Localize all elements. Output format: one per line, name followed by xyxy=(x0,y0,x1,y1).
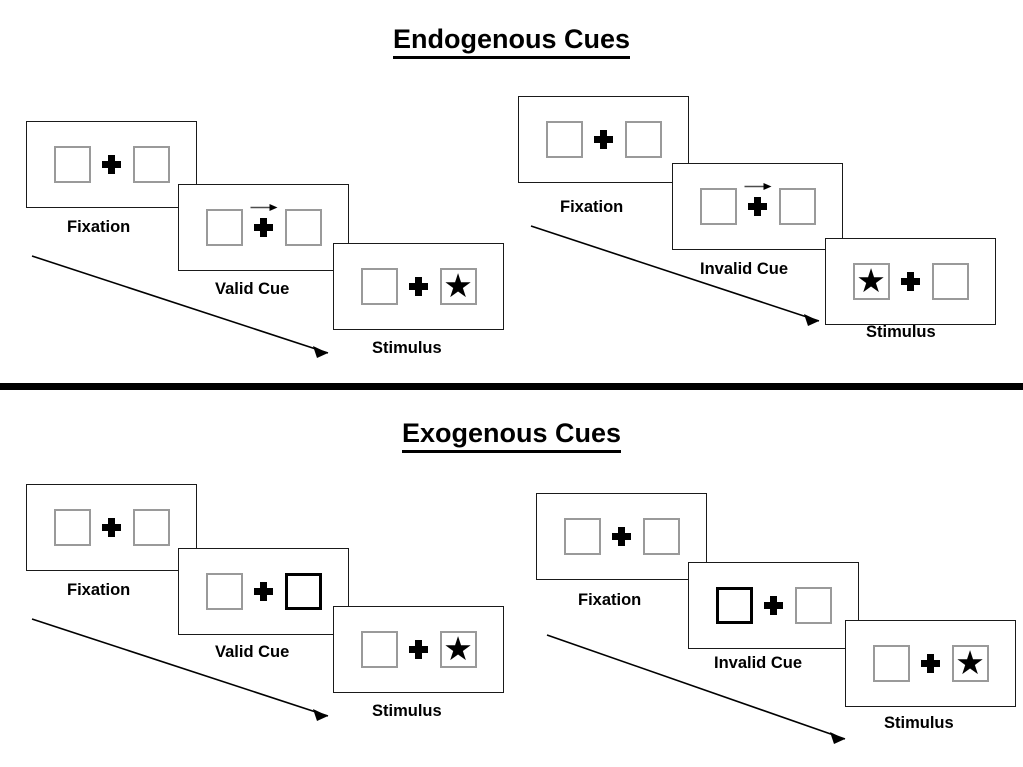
fixation-cross-wrap xyxy=(398,277,440,296)
fixation-cross-icon xyxy=(102,155,121,174)
stage-label-valid-cue: Valid Cue xyxy=(215,643,290,661)
fixation-cross-wrap xyxy=(737,183,779,216)
fixation-cross-icon xyxy=(254,218,273,237)
panel-exogenous-valid-cue xyxy=(178,548,349,635)
stimulus-box-left-cued xyxy=(715,587,753,624)
stage-label-stimulus: Stimulus xyxy=(866,323,936,341)
panel-endogenous-invalid-cue xyxy=(672,163,843,250)
stimulus-box-left xyxy=(360,631,398,668)
stimulus-box-left: ★ xyxy=(852,262,890,300)
panel-endogenous-valid-cue xyxy=(178,184,349,271)
fixation-cross-wrap xyxy=(91,155,133,174)
fixation-cross-icon xyxy=(409,640,428,659)
panel-inner: ★ xyxy=(360,267,477,305)
stage-label-fixation: Fixation xyxy=(67,581,131,599)
section-title-endogenous-text: Endogenous Cues xyxy=(392,24,630,60)
fixation-cross-wrap xyxy=(583,130,625,149)
panel-inner xyxy=(53,146,170,183)
timeline-arrow-exogenous-invalid xyxy=(546,634,846,744)
panel-inner xyxy=(53,509,170,546)
stimulus-box-right xyxy=(624,121,662,158)
stage-label-stimulus: Stimulus xyxy=(372,339,442,357)
panel-inner xyxy=(563,518,680,555)
stage-label-invalid-cue: Invalid Cue xyxy=(714,654,803,672)
stimulus-box-left xyxy=(53,146,91,183)
section-title-exogenous-text: Exogenous Cues xyxy=(401,418,622,454)
stimulus-box-right xyxy=(132,146,170,183)
panel-inner: ★ xyxy=(360,630,477,668)
stimulus-box-left xyxy=(205,573,243,610)
star-target-icon: ★ xyxy=(443,630,473,667)
panel-endogenous-invalid-stimulus: ★ xyxy=(825,238,996,325)
panel-inner xyxy=(205,204,322,246)
panel-inner xyxy=(205,573,322,610)
fixation-cross-wrap xyxy=(398,640,440,659)
panel-endogenous-invalid-fixation xyxy=(518,96,689,183)
stimulus-box-right xyxy=(778,188,816,225)
panel-exogenous-invalid-fixation xyxy=(536,493,707,580)
stimulus-box-left xyxy=(53,509,91,546)
stage-label-fixation: Fixation xyxy=(578,591,642,609)
fixation-cross-icon xyxy=(764,596,783,615)
panel-inner: ★ xyxy=(852,262,969,300)
stage-label-stimulus: Stimulus xyxy=(372,702,442,720)
arrow-cue-right-icon xyxy=(744,183,771,190)
stimulus-box-right xyxy=(931,263,969,300)
fixation-cross-icon xyxy=(594,130,613,149)
star-target-icon: ★ xyxy=(955,644,985,681)
stimulus-box-left xyxy=(563,518,601,555)
fixation-cross-wrap xyxy=(243,204,285,237)
stimulus-box-right-cued xyxy=(284,573,322,610)
panel-exogenous-invalid-cue xyxy=(688,562,859,649)
stimulus-box-right: ★ xyxy=(439,630,477,668)
stage-label-fixation: Fixation xyxy=(67,218,131,236)
panel-inner: ★ xyxy=(872,644,989,682)
panel-exogenous-valid-fixation xyxy=(26,484,197,571)
fixation-cross-icon xyxy=(409,277,428,296)
section-title-endogenous: Endogenous Cues xyxy=(0,24,1023,60)
star-target-icon: ★ xyxy=(443,267,473,304)
stage-label-invalid-cue: Invalid Cue xyxy=(700,260,789,278)
stage-label-stimulus: Stimulus xyxy=(884,714,954,732)
section-title-exogenous: Exogenous Cues xyxy=(0,418,1023,454)
stimulus-box-right xyxy=(284,209,322,246)
star-target-icon: ★ xyxy=(856,262,886,299)
panel-inner xyxy=(699,183,816,225)
fixation-cross-wrap xyxy=(601,527,643,546)
fixation-cross-wrap xyxy=(91,518,133,537)
stimulus-box-left xyxy=(872,645,910,682)
panel-endogenous-valid-fixation xyxy=(26,121,197,208)
fixation-cross-wrap xyxy=(890,272,932,291)
fixation-cross-wrap xyxy=(243,582,285,601)
stimulus-box-right xyxy=(642,518,680,555)
stage-label-fixation: Fixation xyxy=(560,198,624,216)
fixation-cross-icon xyxy=(254,582,273,601)
panel-exogenous-invalid-stimulus: ★ xyxy=(845,620,1016,707)
fixation-cross-icon xyxy=(901,272,920,291)
fixation-cross-icon xyxy=(748,197,767,216)
fixation-cross-wrap xyxy=(910,654,952,673)
stimulus-box-right xyxy=(132,509,170,546)
fixation-cross-icon xyxy=(921,654,940,673)
arrow-cue-right-icon xyxy=(250,204,277,211)
stimulus-box-right: ★ xyxy=(439,267,477,305)
stage-label-valid-cue: Valid Cue xyxy=(215,280,290,298)
stimulus-box-left xyxy=(545,121,583,158)
panel-exogenous-valid-stimulus: ★ xyxy=(333,606,504,693)
stimulus-box-left xyxy=(360,268,398,305)
stimulus-box-right xyxy=(794,587,832,624)
fixation-cross-icon xyxy=(102,518,121,537)
stimulus-box-right: ★ xyxy=(951,644,989,682)
fixation-cross-icon xyxy=(612,527,631,546)
section-divider xyxy=(0,383,1023,390)
panel-endogenous-valid-stimulus: ★ xyxy=(333,243,504,330)
panel-inner xyxy=(545,121,662,158)
stimulus-box-left xyxy=(205,209,243,246)
fixation-cross-wrap xyxy=(753,596,795,615)
panel-inner xyxy=(715,587,832,624)
stimulus-box-left xyxy=(699,188,737,225)
